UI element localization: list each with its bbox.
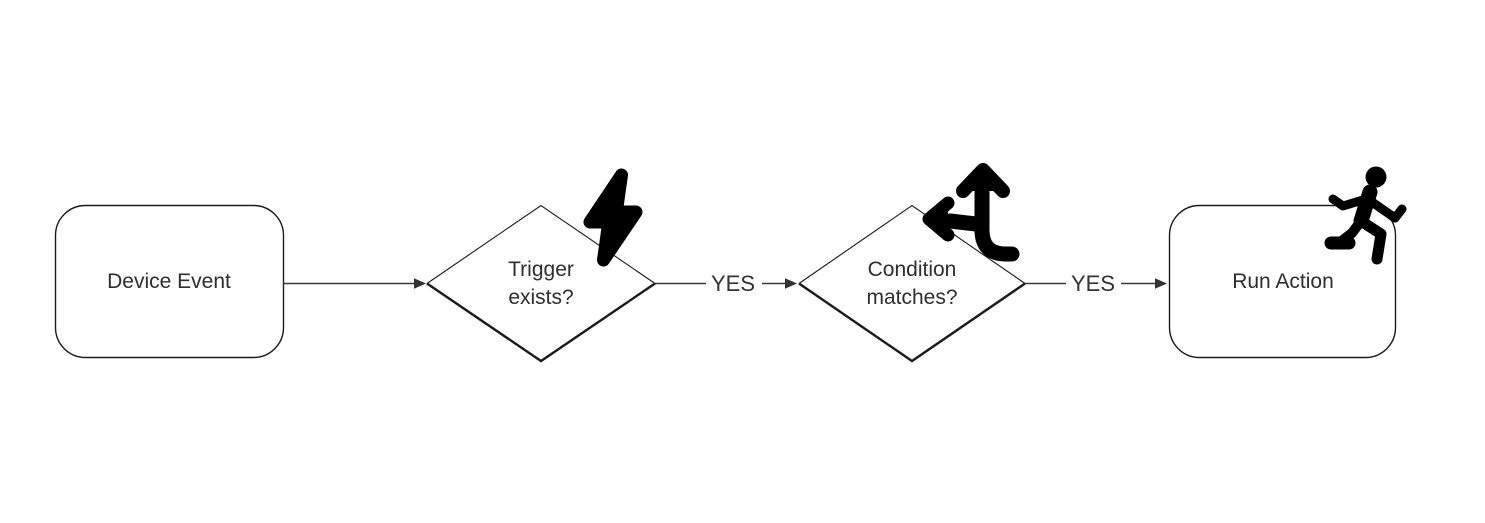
edge-trigger-to-condition (655, 278, 797, 289)
edge-device-to-trigger (283, 278, 426, 289)
node-device-event-shape (54, 204, 285, 359)
node-condition-matches-shape (798, 204, 1026, 363)
arrowhead-icon (414, 278, 426, 289)
edge-condition-to-run (1025, 278, 1167, 289)
node-trigger-exists-label: Trigger exists? (508, 258, 574, 309)
arrowhead-icon (1155, 278, 1167, 289)
lightning-bolt-icon (583, 168, 643, 267)
arrowhead-icon (785, 278, 797, 289)
node-run-action-label: Run Action (1232, 269, 1334, 293)
node-condition-matches-label: Condition matches? (866, 258, 958, 309)
edge-label-yes-2: YES (1070, 270, 1116, 296)
running-person-icon (1324, 166, 1407, 265)
node-trigger-exists-shape (426, 204, 656, 363)
split-directions-icon (922, 163, 1020, 262)
node-device-event-label: Device Event (107, 269, 231, 293)
edge-label-yes-1: YES (710, 270, 756, 296)
